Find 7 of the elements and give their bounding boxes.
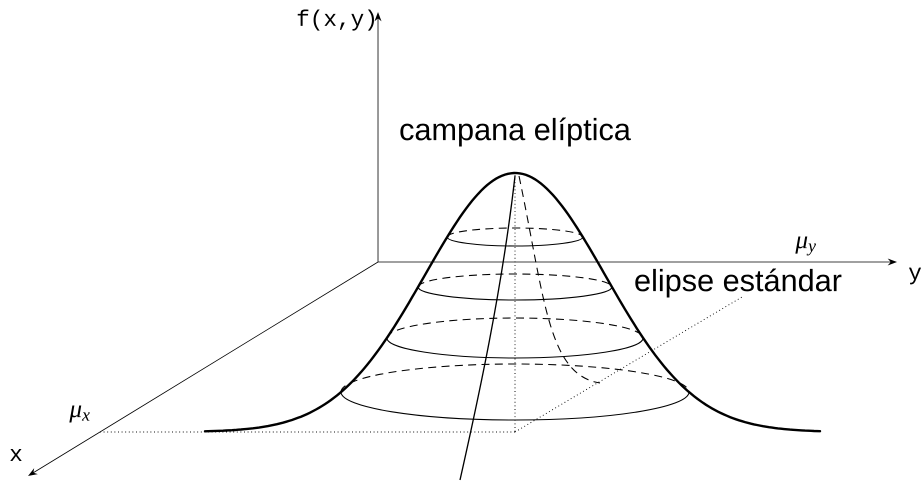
axis-label: f(x,y) <box>298 9 374 31</box>
axis-label: y <box>908 268 922 284</box>
surface-label: campana elíptica <box>400 118 631 146</box>
mean-label: μ$_{x}$ <box>69 405 90 423</box>
mean-label: μ$_{y}$ <box>795 236 816 256</box>
axis-label: x <box>10 449 22 461</box>
ellipse-label: elipse estándar <box>635 268 842 298</box>
